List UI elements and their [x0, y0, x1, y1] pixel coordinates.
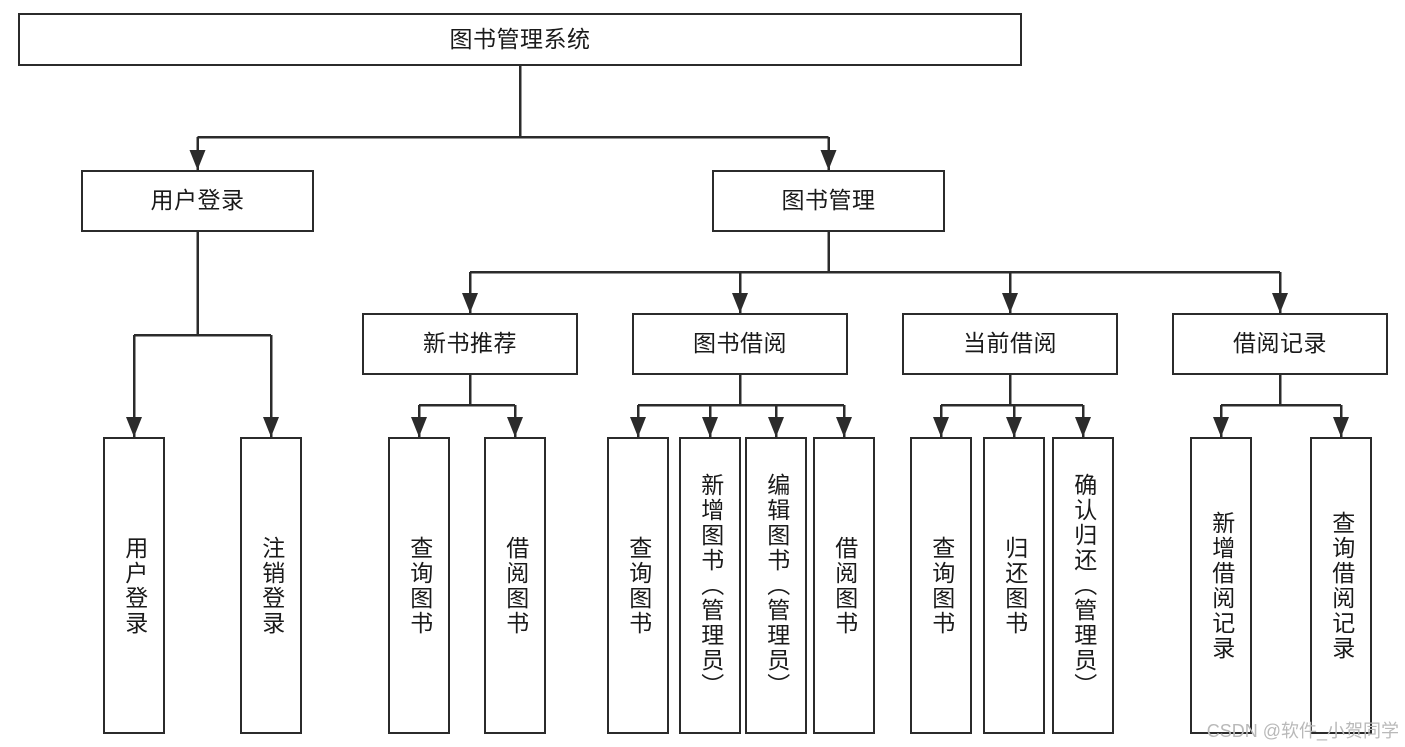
connector-arrowhead	[1002, 293, 1018, 313]
node-l-confirm: 确认归还（管理员）	[1052, 437, 1114, 734]
node-label: 确认归还（管理员）	[1070, 473, 1097, 698]
node-l-login: 用户登录	[103, 437, 165, 734]
node-label: 借阅图书	[831, 535, 858, 636]
node-label: 当前借阅	[963, 330, 1057, 357]
connector-arrowhead	[1333, 417, 1349, 437]
node-label: 借阅图书	[502, 535, 529, 636]
node-l-qbook1: 查询图书	[388, 437, 450, 734]
watermark-text: CSDN @软件_小贺同学	[1206, 721, 1399, 741]
node-label: 查询图书	[406, 535, 433, 636]
connector-arrowhead	[126, 417, 142, 437]
connector-arrowhead	[189, 150, 206, 170]
connector-arrowhead	[411, 417, 427, 437]
connector-arrowhead	[933, 417, 949, 437]
node-label: 新增借阅记录	[1208, 510, 1235, 661]
connector-arrowhead	[836, 417, 852, 437]
node-l-qbook2: 查询图书	[607, 437, 669, 734]
node-label: 新增图书（管理员）	[697, 473, 724, 698]
connector-arrowhead	[820, 150, 837, 170]
connector-arrowhead	[1006, 417, 1022, 437]
node-label: 图书管理系统	[449, 25, 591, 52]
connector-arrowhead	[263, 417, 279, 437]
connector-arrowhead	[768, 417, 784, 437]
node-label: 查询图书	[625, 535, 652, 636]
node-label: 编辑图书（管理员）	[763, 473, 790, 698]
node-l-addbook: 新增图书（管理员）	[679, 437, 741, 734]
node-label: 用户登录	[121, 535, 148, 636]
node-borrow: 图书借阅	[632, 313, 848, 375]
connector-arrowhead	[507, 417, 523, 437]
node-l-bbook1: 借阅图书	[484, 437, 546, 734]
node-label: 查询图书	[928, 535, 955, 636]
node-l-qrec: 查询借阅记录	[1310, 437, 1372, 734]
connector-arrowhead	[702, 417, 718, 437]
node-label: 借阅记录	[1233, 330, 1327, 357]
node-login: 用户登录	[81, 170, 314, 232]
node-l-return: 归还图书	[983, 437, 1045, 734]
node-label: 新书推荐	[423, 330, 517, 357]
node-root: 图书管理系统	[18, 13, 1022, 66]
node-label: 归还图书	[1001, 535, 1028, 636]
node-newbook: 新书推荐	[362, 313, 578, 375]
node-label: 图书管理	[781, 187, 876, 214]
node-l-logout: 注销登录	[240, 437, 302, 734]
node-bookmgmt: 图书管理	[712, 170, 945, 232]
connector-arrowhead	[1075, 417, 1091, 437]
node-l-qbook3: 查询图书	[910, 437, 972, 734]
node-label: 查询借阅记录	[1328, 510, 1355, 661]
node-label: 图书借阅	[693, 330, 787, 357]
node-l-bbook2: 借阅图书	[813, 437, 875, 734]
connector-arrowhead	[1272, 293, 1288, 313]
connector-arrowhead	[732, 293, 748, 313]
node-l-editbook: 编辑图书（管理员）	[745, 437, 807, 734]
node-l-addrec: 新增借阅记录	[1190, 437, 1252, 734]
node-label: 用户登录	[150, 187, 245, 214]
connector-arrowhead	[630, 417, 646, 437]
connector-arrowhead	[1213, 417, 1229, 437]
node-current: 当前借阅	[902, 313, 1118, 375]
node-label: 注销登录	[258, 535, 285, 636]
node-records: 借阅记录	[1172, 313, 1388, 375]
connector-arrowhead	[462, 293, 478, 313]
